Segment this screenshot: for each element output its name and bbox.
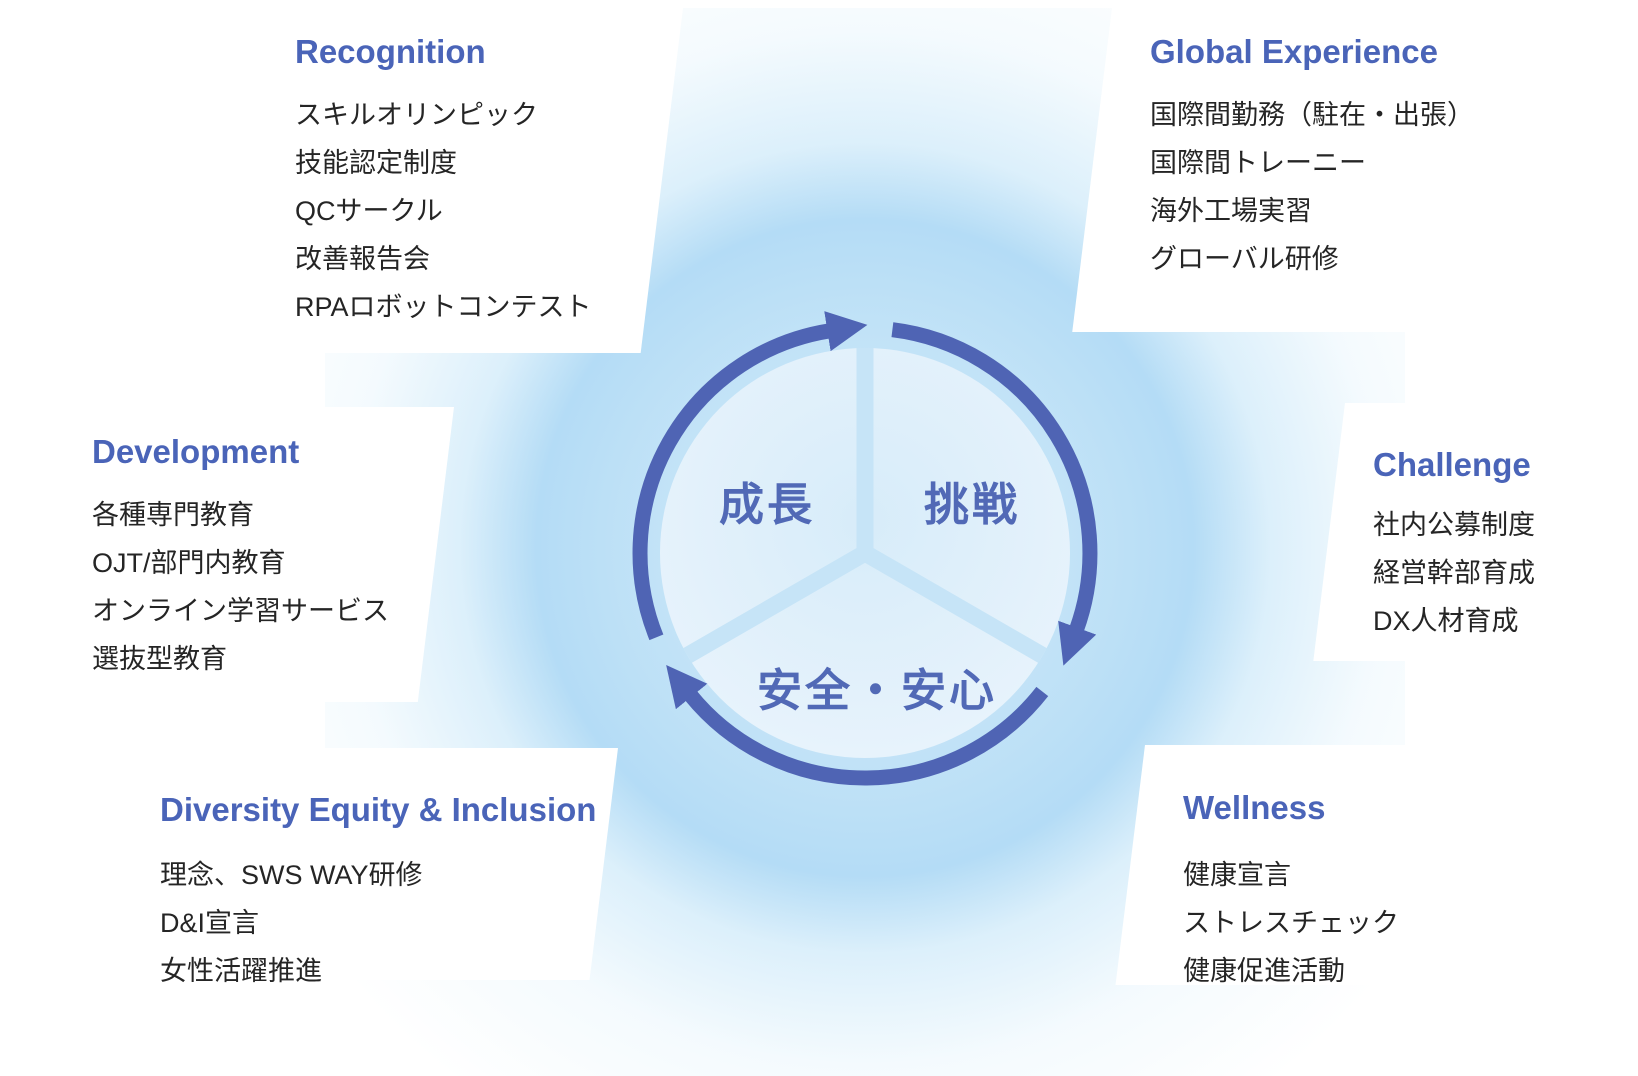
panel-heading-challenge: Challenge	[1373, 446, 1531, 483]
panel-items-recognition: スキルオリンピック技能認定制度 QCサークル改善報告会 RPAロボットコンテスト	[295, 91, 592, 331]
panel-item: ストレスチェック	[1183, 908, 1399, 938]
panel-item: OJT/部門内教育	[92, 548, 286, 578]
sector-divider-right	[860, 545, 1047, 663]
cycle-arc-arrow-left	[632, 311, 868, 641]
sector-divider-left	[683, 545, 870, 663]
panel-challenge: Challenge 社内公募制度経営幹部育成 DX人材育成	[1313, 403, 1630, 661]
center-label-challenge: 挑戦	[923, 479, 1020, 530]
cycle-arrows	[632, 311, 1098, 786]
panel-item: 国際間トレーニー	[1150, 148, 1366, 178]
panel-diversity-equity-inclusion: Diversity Equity & Inclusion 理念、SWS WAY研…	[111, 748, 619, 986]
panel-item: オンライン学習サービス	[92, 596, 389, 626]
panel-item: 健康宣言	[1183, 860, 1291, 890]
center-label-safety: 安全・安心	[756, 665, 997, 716]
center-label-growth: 成長	[718, 479, 815, 530]
panel-heading-recognition: Recognition	[295, 33, 486, 70]
panel-item: 経営幹部育成	[1373, 558, 1535, 588]
panel-item: グローバル研修	[1150, 244, 1339, 274]
panel-item: 理念、SWS WAY研修	[160, 860, 423, 890]
panel-items-wellness: 健康宣言ストレスチェック健康促進活動	[1183, 851, 1399, 995]
panel-item: RPAロボットコンテスト	[295, 292, 592, 322]
panel-global-experience: Global Experience 国際間勤務（駐在・出張） 国際間トレーニー海外…	[1072, 0, 1521, 332]
panel-items-diversity-equity-inclusion: 理念、SWS WAY研修 D&I宣言女性活躍推進	[160, 851, 596, 995]
sector-dividers	[683, 348, 1047, 663]
cycle-arc-arrow-right	[891, 322, 1098, 666]
panel-heading-diversity-equity-inclusion: Diversity Equity & Inclusion	[160, 791, 597, 828]
panel-item: DX人材育成	[1373, 606, 1519, 636]
panel-heading-global-experience: Global Experience	[1150, 33, 1438, 70]
panel-wellness: Wellness 健康宣言ストレスチェック健康促進活動	[1115, 745, 1457, 986]
panel-item: 選抜型教育	[92, 644, 227, 674]
panel-development: Development 各種専門教育 OJT/部門内教育オンライン学習サービス選抜…	[25, 407, 454, 702]
panel-item: D&I宣言	[160, 908, 260, 938]
panel-item: 女性活躍推進	[160, 956, 322, 986]
panel-item: 国際間勤務（駐在・出張）	[1150, 100, 1474, 130]
panel-recognition: Recognition スキルオリンピック技能認定制度 QCサークル改善報告会 RP…	[228, 0, 684, 353]
panel-item: 技能認定制度	[295, 148, 457, 178]
panel-item: QCサークル	[295, 196, 443, 226]
panel-item: 社内公募制度	[1373, 510, 1535, 540]
cycle-arc-arrow-bottom	[666, 665, 1049, 786]
panel-items-global-experience: 国際間勤務（駐在・出張） 国際間トレーニー海外工場実習グローバル研修	[1150, 91, 1474, 283]
panel-item: スキルオリンピック	[295, 100, 538, 130]
panel-item: 海外工場実習	[1150, 196, 1312, 226]
panel-item: 改善報告会	[295, 244, 430, 274]
panel-items-challenge: 社内公募制度経営幹部育成 DX人材育成	[1373, 501, 1535, 645]
panel-heading-wellness: Wellness	[1183, 789, 1326, 826]
panel-item: 各種専門教育	[92, 500, 254, 530]
panel-heading-development: Development	[92, 433, 300, 470]
panel-item: 健康促進活動	[1183, 956, 1345, 986]
panel-items-development: 各種専門教育 OJT/部門内教育オンライン学習サービス選抜型教育	[92, 491, 389, 683]
